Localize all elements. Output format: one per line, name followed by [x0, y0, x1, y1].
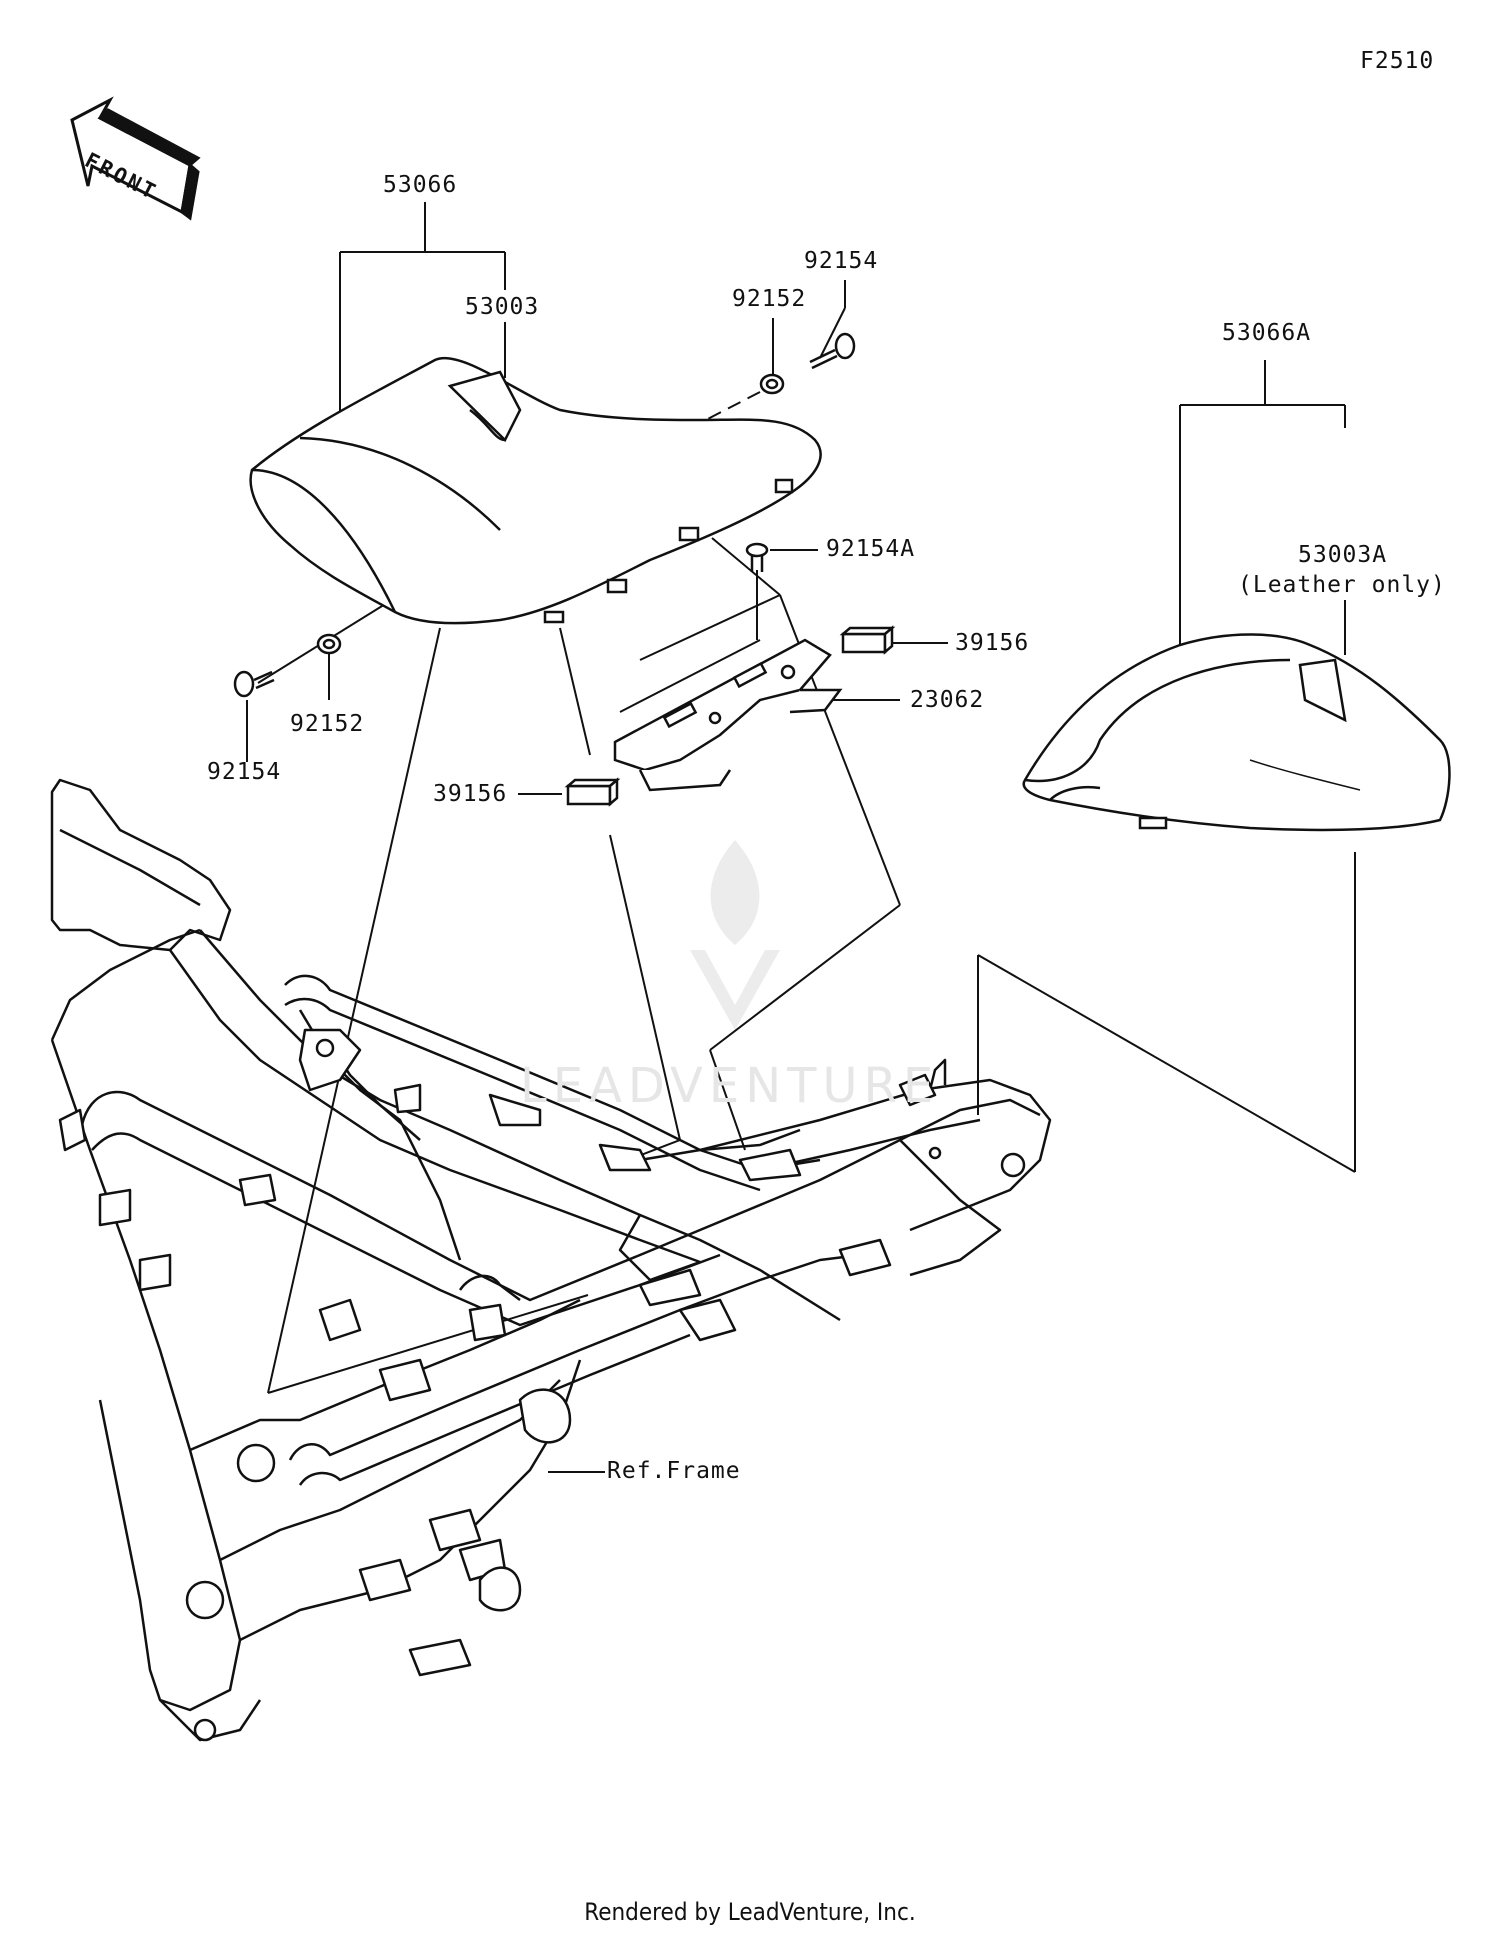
- screw-92154-left: [233, 633, 342, 698]
- watermark-logo: [690, 840, 780, 1030]
- label-leather-only: (Leather only): [1238, 572, 1446, 598]
- label-53066A: 53066A: [1222, 320, 1312, 346]
- label-ref-frame: Ref.Frame: [607, 1458, 741, 1484]
- label-53066: 53066: [383, 172, 458, 198]
- label-53003: 53003: [465, 294, 540, 320]
- label-92152-left: 92152: [290, 711, 365, 737]
- damper-39156-right: [839, 625, 896, 655]
- bracket-23062: [613, 638, 843, 792]
- seat-main: [249, 356, 822, 625]
- seat-alt: [1022, 633, 1451, 832]
- screw-92154-top: [759, 332, 856, 395]
- label-92154A: 92154A: [826, 536, 916, 562]
- label-92152-top: 92152: [732, 286, 807, 312]
- label-39156-right: 39156: [955, 630, 1030, 656]
- label-53003A: 53003A: [1298, 542, 1388, 568]
- page-code: F2510: [1360, 48, 1435, 74]
- label-92154-left: 92154: [207, 759, 282, 785]
- watermark-text: LEADVENTURE: [520, 1058, 940, 1114]
- label-39156-left: 39156: [433, 781, 508, 807]
- label-92154-top: 92154: [804, 248, 879, 274]
- front-arrow-icon: [70, 96, 201, 221]
- damper-39156-left: [564, 777, 621, 807]
- frame-illustration: [50, 778, 1052, 1742]
- bolt-92154A: [745, 542, 769, 572]
- label-23062: 23062: [910, 687, 985, 713]
- footer-credit: Rendered by LeadVenture, Inc.: [584, 1898, 916, 1926]
